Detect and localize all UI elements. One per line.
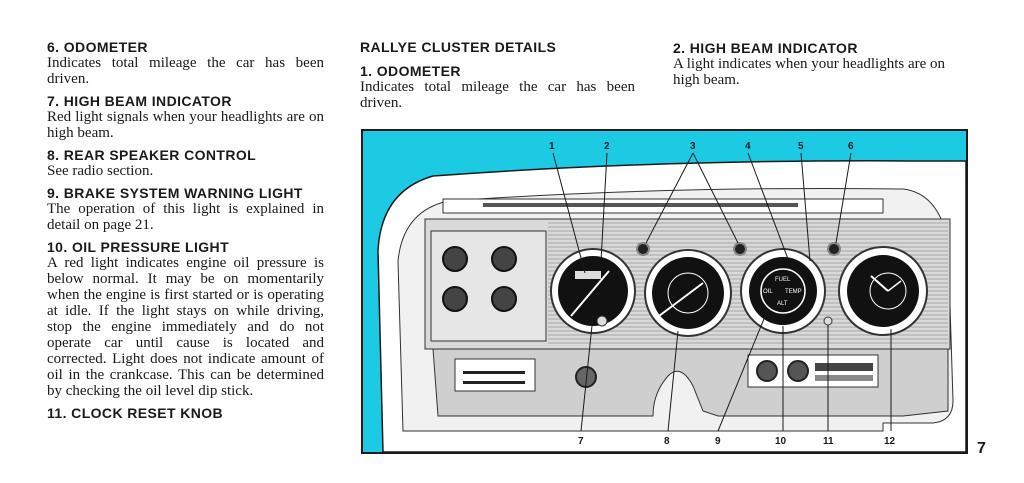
callout-11: 11 [823, 436, 834, 447]
callout-12: 12 [884, 436, 896, 447]
knob [491, 286, 517, 312]
section-heading: 1. ODOMETER [360, 63, 461, 79]
clock-reset-knob [823, 316, 833, 326]
knob [491, 246, 517, 272]
callout-7: 7 [578, 436, 584, 447]
section-odometer-1: 1. ODOMETER Indicates total mileage the … [360, 63, 635, 111]
section-text: A light indicates when your headlights a… [673, 56, 946, 88]
section-clock-reset-knob-11: 11. CLOCK RESET KNOB [47, 405, 324, 421]
section-heading: 2. HIGH BEAM INDICATOR [673, 40, 858, 56]
section-high-beam-indicator-7: 7. HIGH BEAM INDICATOR Red light signals… [47, 93, 324, 141]
radio-knob [756, 360, 778, 382]
combination-gauge: FUEL OIL TEMP ALT [740, 248, 826, 334]
high-beam-light [636, 242, 650, 256]
callout-4: 4 [745, 141, 751, 152]
radio-knob [787, 360, 809, 382]
section-heading: 9. BRAKE SYSTEM WARNING LIGHT [47, 185, 303, 201]
tachometer-gauge [644, 249, 732, 337]
dashboard-drawing: FUEL OIL TEMP ALT [377, 141, 966, 452]
right-text-column: 2. HIGH BEAM INDICATOR A light indicates… [673, 40, 958, 94]
section-oil-pressure-light-10: 10. OIL PRESSURE LIGHT A red light indic… [47, 239, 324, 399]
leader-lines [552, 152, 892, 432]
callout-1: 1 [549, 141, 555, 152]
oil-label: OIL [763, 289, 773, 295]
section-high-beam-indicator-2: 2. HIGH BEAM INDICATOR A light indicates… [673, 40, 958, 88]
page-number: 7 [977, 440, 986, 457]
callout-5: 5 [798, 141, 804, 152]
turn-signal-light [733, 242, 747, 256]
section-heading: 7. HIGH BEAM INDICATOR [47, 93, 232, 109]
section-heading: 8. REAR SPEAKER CONTROL [47, 147, 257, 163]
temp-label: TEMP [785, 289, 802, 295]
left-text-column: 6. ODOMETER Indicates total mileage the … [47, 39, 324, 427]
section-rear-speaker-control-8: 8. REAR SPEAKER CONTROL See radio sectio… [47, 147, 324, 179]
turn-signal-light [827, 242, 841, 256]
knob [442, 286, 468, 312]
section-brake-warning-light-9: 9. BRAKE SYSTEM WARNING LIGHT The operat… [47, 185, 324, 233]
section-text: Indicates total mileage the car has been… [360, 79, 635, 111]
section-text: See radio section. [47, 163, 154, 179]
dashboard-illustration: FUEL OIL TEMP ALT [361, 129, 968, 454]
section-text: The operation of this light is explained… [47, 201, 324, 233]
odometer-window [575, 271, 601, 279]
radio-dial [815, 363, 873, 371]
callout-2: 2 [604, 141, 610, 152]
knob [442, 246, 468, 272]
clock-gauge [838, 246, 928, 336]
fuel-label: FUEL [775, 277, 791, 283]
small-knob [596, 315, 608, 327]
callout-3: 3 [690, 141, 696, 152]
section-text: Indicates total mileage the car has been… [47, 55, 324, 87]
section-heading: 11. CLOCK RESET KNOB [47, 405, 224, 421]
section-text: Red light signals when your headlights a… [47, 109, 324, 141]
switch-panel [430, 230, 547, 342]
callout-9: 9 [715, 436, 721, 447]
rallye-cluster-title: RALLYE CLUSTER DETAILS [360, 39, 557, 55]
section-heading: 10. OIL PRESSURE LIGHT [47, 239, 230, 255]
section-text: A red light indicates engine oil pressur… [47, 255, 324, 399]
callout-6: 6 [848, 141, 854, 152]
section-odometer-6: 6. ODOMETER Indicates total mileage the … [47, 39, 324, 87]
section-heading: 6. ODOMETER [47, 39, 148, 55]
radio-buttons [815, 375, 873, 381]
middle-text-column: RALLYE CLUSTER DETAILS 1. ODOMETER Indic… [360, 39, 635, 117]
callout-10: 10 [775, 436, 787, 447]
alt-label: ALT [777, 301, 788, 307]
callout-8: 8 [664, 436, 670, 447]
heater-control-panel [454, 358, 536, 392]
speedometer-gauge [550, 248, 636, 334]
